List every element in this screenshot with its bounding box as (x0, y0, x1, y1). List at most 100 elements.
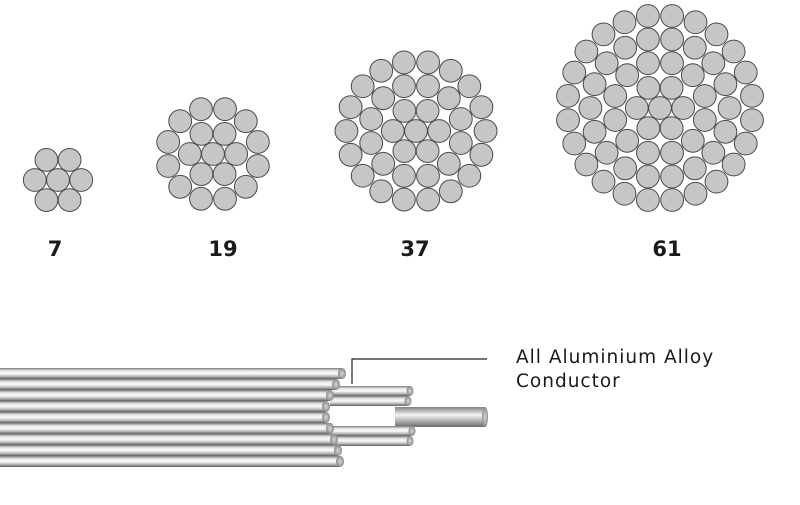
strand-circle (682, 35, 707, 60)
strand-circle (212, 162, 237, 186)
strand-circle (578, 96, 603, 120)
strand-circle (404, 119, 428, 143)
strand-circle (416, 163, 440, 188)
strand-circle (233, 174, 258, 199)
strand-circle (369, 58, 394, 83)
strand-circle (369, 179, 394, 204)
strand-circle (245, 130, 270, 154)
strand-circle (168, 109, 193, 134)
strand-circle (415, 99, 440, 123)
strand-configurations: 7 19 37 61 (22, 4, 764, 261)
strand-circle (603, 84, 628, 108)
strand-circle (359, 131, 384, 155)
strand-circle (660, 164, 684, 189)
strand-circle (34, 188, 59, 212)
strand-config-37: 37 (334, 50, 498, 261)
strand-circle (624, 96, 649, 120)
strand-circle (660, 140, 684, 165)
strand-circle (636, 164, 660, 189)
strand-circle (46, 168, 70, 192)
strand-circle (636, 51, 660, 76)
strand-circle (692, 84, 717, 108)
strand-circle (34, 148, 59, 172)
strand-circle (213, 97, 237, 122)
strand-config-7: 7 (22, 148, 94, 261)
strand-circle (189, 122, 214, 146)
strand-circle (338, 142, 363, 167)
strand-circle (156, 130, 181, 154)
strand-circle (415, 139, 440, 163)
strand-circle (245, 154, 270, 178)
strand-circle (635, 4, 660, 28)
strand-circle (636, 76, 661, 100)
strand-circle (612, 181, 637, 206)
strand-circle (168, 174, 193, 199)
strand-circle (189, 162, 214, 186)
strand-circle (350, 74, 375, 99)
strand-circle (338, 95, 363, 120)
strand-circle (659, 116, 684, 140)
strand-circle (574, 152, 599, 177)
strand-circle (556, 108, 580, 133)
strand-circle (582, 72, 607, 97)
strand-circle (682, 156, 707, 181)
strand-circle (392, 50, 416, 75)
core-wire (395, 407, 485, 427)
strand-circle (562, 131, 587, 156)
strand-circle (224, 142, 249, 166)
strand-circle (713, 72, 738, 97)
strand-circle (392, 139, 417, 163)
strand-circle (717, 96, 742, 120)
strand-circle (660, 4, 685, 28)
strand-circle (416, 187, 440, 212)
strand-count-label: 37 (400, 237, 429, 261)
strand-circle (660, 188, 685, 212)
outer-strand-layer (0, 368, 342, 467)
core-wire-end (482, 407, 488, 427)
strand-circle (603, 108, 628, 132)
strand-circle (701, 140, 726, 165)
strand-circle (359, 107, 384, 131)
strand-circle (392, 187, 416, 212)
strand-circle (189, 186, 213, 211)
callout-leader-line (351, 358, 487, 384)
strand-circle (371, 86, 396, 111)
strand-circle (212, 122, 237, 146)
strand-circle (721, 152, 746, 177)
strand-circle (648, 96, 672, 120)
inner-strand-layer (330, 386, 412, 446)
strand-circle (636, 27, 660, 52)
strand-circle (57, 148, 82, 172)
conductor-cable-illustration (0, 368, 488, 467)
strand-circle (350, 163, 375, 188)
strand-circle (680, 63, 705, 88)
callout-line-2: Conductor (516, 371, 621, 392)
strand-circle (448, 107, 473, 131)
strand-circle (704, 169, 729, 194)
strand-circle (57, 188, 82, 212)
strand-circle (615, 63, 640, 88)
strand-circle (438, 179, 463, 204)
strand-circle (457, 163, 482, 188)
strand-count-label: 61 (652, 237, 681, 261)
strand-circle (740, 83, 764, 108)
strand-circle (448, 131, 473, 155)
strand-circle (574, 39, 599, 64)
strand-count-label: 19 (208, 237, 237, 261)
strand-circle (701, 51, 726, 76)
strand-circle (438, 58, 463, 83)
strand-circle (22, 168, 47, 192)
callout-label: All Aluminium Alloy Conductor (516, 346, 714, 394)
strand-circle (591, 22, 616, 47)
strand-circle (201, 142, 225, 166)
strand-circle (615, 128, 640, 153)
strand-circle (635, 188, 660, 212)
strand-circle (457, 74, 482, 99)
strand-circle (613, 35, 638, 60)
strand-circle (436, 86, 461, 111)
strand-circle (416, 74, 440, 99)
strand-circle (392, 163, 416, 188)
strand-circle (671, 96, 696, 120)
strand-circle (416, 50, 440, 75)
